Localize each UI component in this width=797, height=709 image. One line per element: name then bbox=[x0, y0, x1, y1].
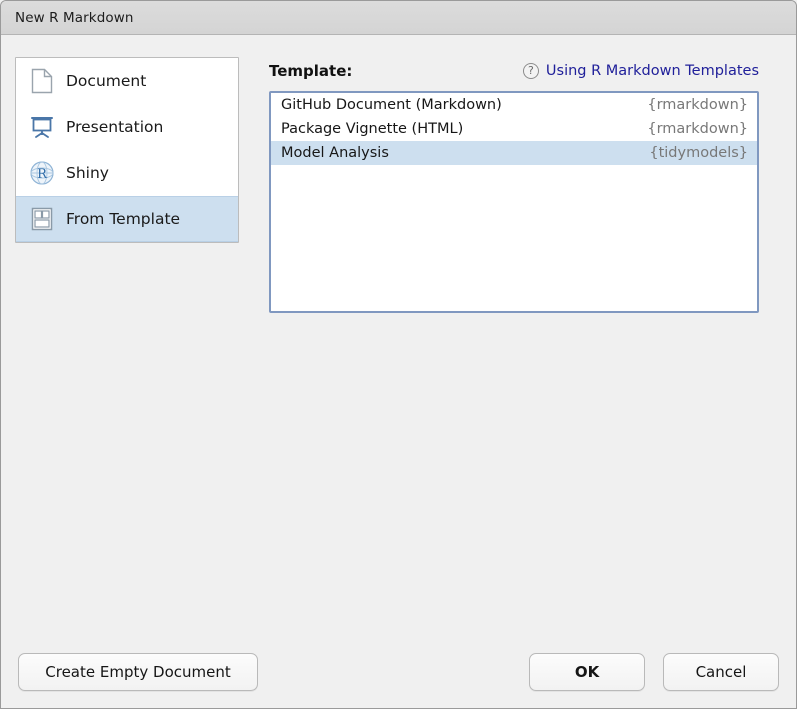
template-header: Template: ? Using R Markdown Templates bbox=[269, 57, 759, 85]
template-list[interactable]: GitHub Document (Markdown) {rmarkdown} P… bbox=[269, 91, 759, 313]
dialog-title: New R Markdown bbox=[15, 9, 134, 26]
question-mark-icon[interactable]: ? bbox=[522, 63, 539, 79]
template-list-item[interactable]: Package Vignette (HTML) {rmarkdown} bbox=[271, 117, 757, 141]
sidebar-item-label: Shiny bbox=[66, 164, 109, 182]
template-package: {tidymodels} bbox=[649, 145, 748, 161]
template-name: Model Analysis bbox=[281, 145, 389, 161]
sidebar-item-label: Presentation bbox=[66, 118, 164, 136]
presentation-icon bbox=[28, 113, 56, 141]
using-r-markdown-templates-link[interactable]: Using R Markdown Templates bbox=[545, 63, 759, 79]
dialog-footer: Create Empty Document OK Cancel bbox=[1, 652, 796, 692]
template-package: {rmarkdown} bbox=[647, 121, 748, 137]
cancel-button[interactable]: Cancel bbox=[663, 653, 779, 691]
dialog-titlebar: New R Markdown bbox=[1, 1, 796, 35]
footer-right-buttons: OK Cancel bbox=[529, 653, 779, 691]
sidebar-item-shiny[interactable]: R Shiny bbox=[16, 150, 238, 196]
template-label: Template: bbox=[269, 62, 353, 80]
document-icon bbox=[28, 67, 56, 95]
dialog-body: Document Presentation bbox=[1, 35, 796, 708]
ok-button[interactable]: OK bbox=[529, 653, 645, 691]
sidebar-item-from-template[interactable]: From Template bbox=[16, 196, 238, 242]
sidebar-item-presentation[interactable]: Presentation bbox=[16, 104, 238, 150]
template-name: GitHub Document (Markdown) bbox=[281, 97, 502, 113]
sidebar-item-document[interactable]: Document bbox=[16, 58, 238, 104]
help-area: ? Using R Markdown Templates bbox=[522, 63, 759, 79]
sidebar-item-label: Document bbox=[66, 72, 147, 90]
template-name: Package Vignette (HTML) bbox=[281, 121, 464, 137]
sidebar-item-label: From Template bbox=[66, 210, 181, 228]
create-empty-document-button[interactable]: Create Empty Document bbox=[18, 653, 258, 691]
svg-text:R: R bbox=[37, 167, 48, 182]
template-list-item[interactable]: GitHub Document (Markdown) {rmarkdown} bbox=[271, 93, 757, 117]
template-panel: Template: ? Using R Markdown Templates G… bbox=[269, 57, 759, 313]
shiny-r-icon: R bbox=[28, 159, 56, 187]
template-list-item[interactable]: Model Analysis {tidymodels} bbox=[271, 141, 757, 165]
document-type-sidebar: Document Presentation bbox=[15, 57, 239, 243]
from-template-icon bbox=[28, 205, 56, 233]
template-package: {rmarkdown} bbox=[647, 97, 748, 113]
